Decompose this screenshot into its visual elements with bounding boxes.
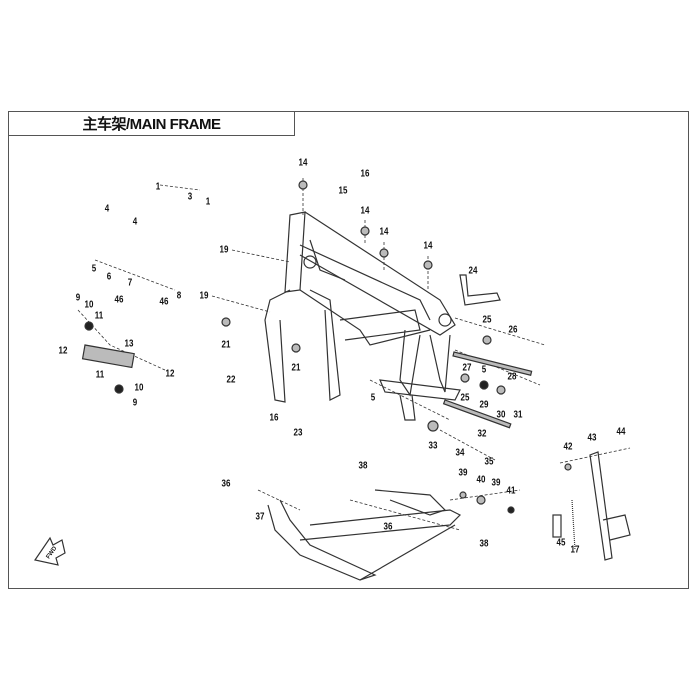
callout-22: 22 [226,374,236,386]
callout-34: 34 [455,447,465,459]
callout-8: 8 [176,290,182,302]
side-stand-drawing [552,451,631,561]
callout-3: 3 [187,191,193,203]
callout-16: 16 [360,168,370,180]
callout-4: 4 [132,216,138,228]
callout-44: 44 [616,426,626,438]
diagram-frame [8,111,689,589]
main-frame-drawing [264,211,461,421]
callout-21: 21 [291,362,301,374]
fwd-arrow-icon [34,536,66,566]
callout-30: 30 [496,409,506,421]
callout-28: 28 [507,371,517,383]
callout-26: 26 [508,324,518,336]
callout-38: 38 [358,460,368,472]
callout-5: 5 [481,364,487,376]
callout-14: 14 [423,240,433,252]
lower-bar-drawing [267,489,462,581]
small-parts [81,180,572,514]
callout-31: 31 [513,409,523,421]
callout-10: 10 [134,382,144,394]
callout-25: 25 [482,314,492,326]
callout-39: 39 [458,467,468,479]
callout-41: 41 [506,485,516,497]
callout-38: 38 [479,538,489,550]
callout-36: 36 [221,478,231,490]
callout-14: 14 [360,205,370,217]
callout-9: 9 [132,397,138,409]
callout-37: 37 [255,511,265,523]
bracket-24 [459,274,501,306]
callout-4: 4 [104,203,110,215]
callout-19: 19 [219,244,229,256]
callout-14: 14 [298,157,308,169]
callout-11: 11 [94,310,104,322]
callout-36: 36 [383,521,393,533]
callout-17: 17 [570,544,580,556]
callout-15: 15 [338,185,348,197]
callout-43: 43 [587,432,597,444]
callout-45: 45 [556,537,566,549]
callout-14: 14 [379,226,389,238]
callout-39: 39 [491,477,501,489]
callout-9: 9 [75,292,81,304]
callout-5: 5 [91,263,97,275]
callout-5: 5 [370,392,376,404]
callout-27: 27 [462,362,472,374]
diagram-title: 主车架/MAIN FRAME [8,111,295,136]
callout-35: 35 [484,456,494,468]
callout-7: 7 [127,277,133,289]
callout-19: 19 [199,290,209,302]
callout-25: 25 [460,392,470,404]
callout-12: 12 [165,368,175,380]
leader-lines [77,178,631,531]
callout-6: 6 [106,271,112,283]
callout-12: 12 [58,345,68,357]
callout-40: 40 [476,474,486,486]
callout-46: 46 [159,296,169,308]
callout-23: 23 [293,427,303,439]
callout-33: 33 [428,440,438,452]
callout-42: 42 [563,441,573,453]
callout-1: 1 [205,196,211,208]
callout-32: 32 [477,428,487,440]
callout-24: 24 [468,265,478,277]
callout-46: 46 [114,294,124,306]
callout-1: 1 [155,181,161,193]
callout-29: 29 [479,399,489,411]
callout-10: 10 [84,299,94,311]
callout-13: 13 [124,338,134,350]
callout-21: 21 [221,339,231,351]
callout-11: 11 [95,369,105,381]
callout-16: 16 [269,412,279,424]
